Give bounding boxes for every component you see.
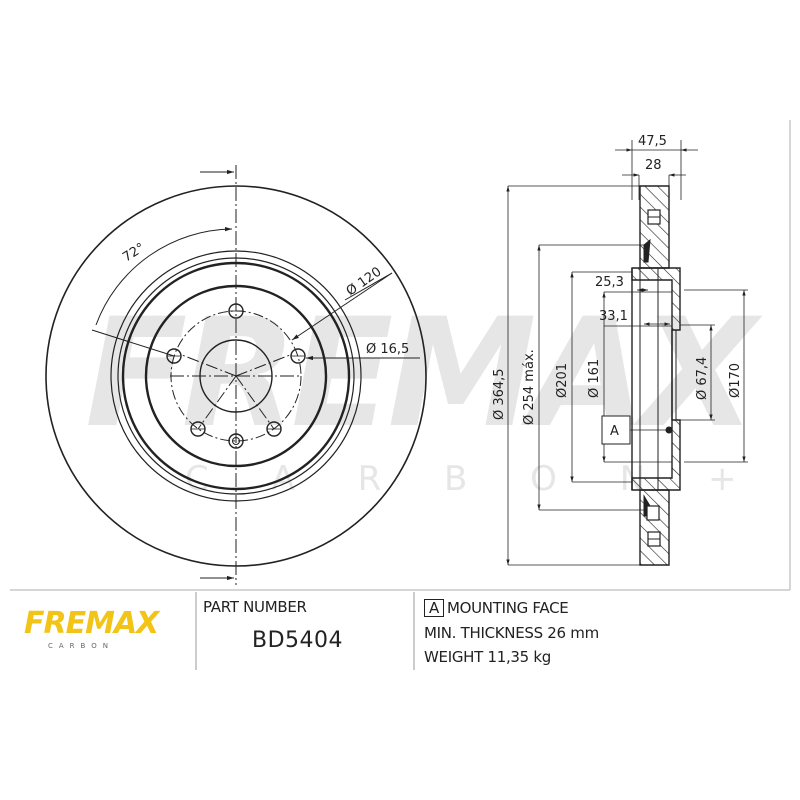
min-thickness: MIN. THICKNESS 26 mm bbox=[424, 624, 599, 642]
title-block-frame bbox=[10, 120, 791, 670]
diameter-201-label: Ø201 bbox=[555, 363, 570, 398]
section-view bbox=[506, 140, 748, 566]
front-view bbox=[45, 165, 427, 585]
part-number: BD5404 bbox=[252, 628, 344, 653]
datum-label: A bbox=[610, 424, 619, 439]
diameter-161-label: Ø 161 bbox=[587, 359, 602, 398]
angle-label: 72° bbox=[120, 240, 147, 265]
datum-box: A bbox=[424, 599, 444, 617]
total-width-label: 47,5 bbox=[638, 134, 667, 149]
mounting-face-label: MOUNTING FACE bbox=[446, 599, 569, 617]
center-bore-label: Ø 67,4 bbox=[695, 357, 710, 400]
fremax-logo: FREMAX bbox=[24, 606, 159, 641]
disc-width-label: 28 bbox=[645, 158, 662, 173]
watermark-brand: FREMAX bbox=[85, 287, 763, 461]
hub-depth-1-label: 25,3 bbox=[595, 275, 624, 290]
friction-diameter-label: Ø 254 máx. bbox=[522, 349, 537, 425]
hat-diameter-label: Ø170 bbox=[728, 363, 743, 398]
outer-diameter-label: Ø 364,5 bbox=[492, 368, 507, 420]
hub-depth-2-label: 33,1 bbox=[599, 309, 628, 324]
part-number-label: PART NUMBER bbox=[203, 598, 307, 616]
bolt-hole-label: Ø 16,5 bbox=[366, 342, 409, 357]
fremax-logo-sub: CARBON bbox=[48, 642, 114, 650]
watermark: FREMAX C A R B O N + bbox=[85, 287, 769, 499]
weight: WEIGHT 11,35 kg bbox=[424, 648, 551, 666]
